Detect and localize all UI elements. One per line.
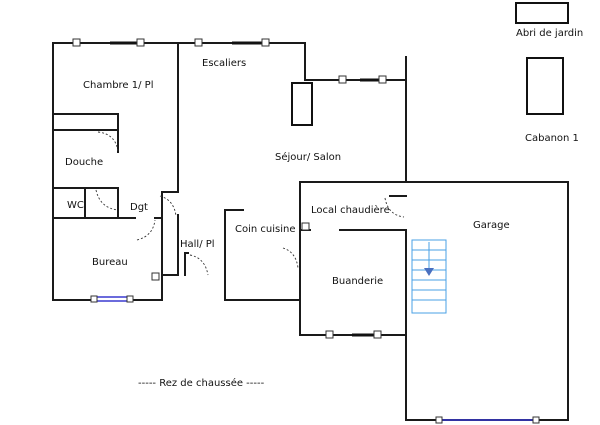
label-abri: Abri de jardin <box>516 28 583 39</box>
windows <box>72 38 387 339</box>
label-dgt: Dgt <box>130 202 148 213</box>
label-garage: Garage <box>473 220 510 231</box>
label-buanderie: Buanderie <box>332 276 383 287</box>
stair-arrow-icon <box>424 268 434 276</box>
label-cabanon: Cabanon 1 <box>525 133 579 144</box>
walls <box>52 42 569 421</box>
cabanon-shape <box>526 57 564 115</box>
stair-box <box>291 82 313 126</box>
label-bureau: Bureau <box>92 257 128 268</box>
label-chambre: Chambre 1/ Pl <box>83 80 153 91</box>
label-sejour: Séjour/ Salon <box>275 151 341 163</box>
floor-label: ----- Rez de chaussée ----- <box>138 377 265 389</box>
label-wc: WC <box>67 200 84 211</box>
label-hall: Hall/ Pl <box>180 239 215 250</box>
abri-shape <box>515 2 569 24</box>
label-escaliers: Escaliers <box>202 58 246 69</box>
room-labels: Abri de jardin Cabanon 1 Chambre 1/ Pl E… <box>65 28 583 389</box>
label-local: Local chaudière <box>311 204 390 216</box>
garage-stair <box>411 239 447 314</box>
label-coin: Coin cuisine <box>235 224 296 235</box>
doors <box>95 131 405 276</box>
blue-windows <box>90 295 540 424</box>
label-douche: Douche <box>65 157 103 168</box>
